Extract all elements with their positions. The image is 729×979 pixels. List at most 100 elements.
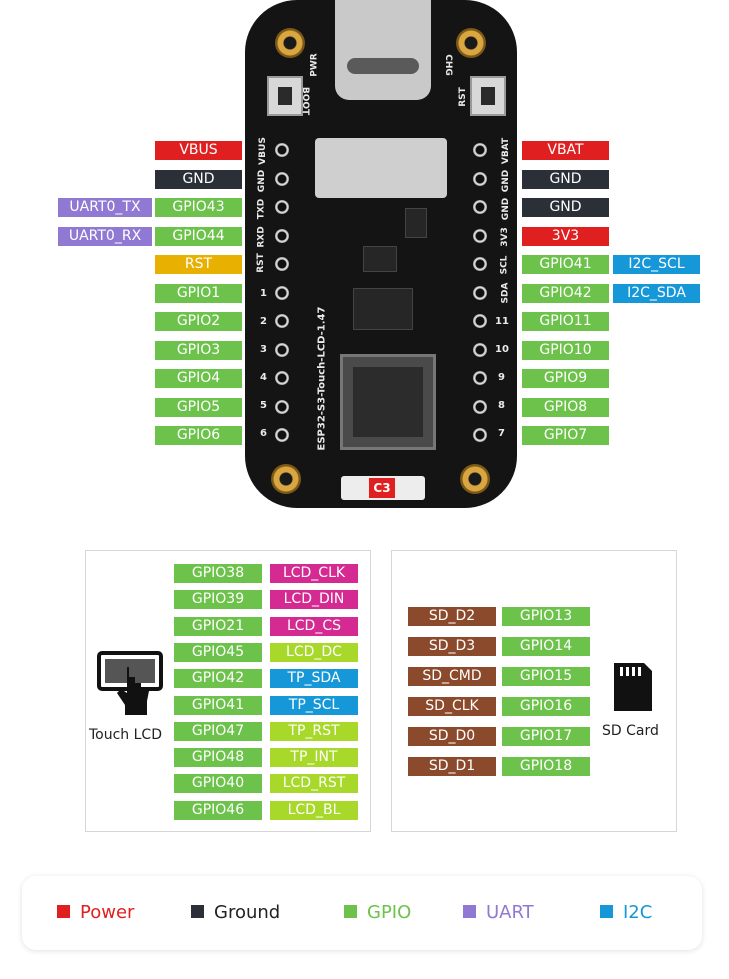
sd-func-label: SD_CLK: [408, 697, 496, 716]
silk-pwr: PWR: [309, 53, 320, 77]
silk-chg: CHG: [442, 54, 453, 76]
right-header-pin: [473, 200, 487, 214]
right-header-pin: [473, 143, 487, 157]
legend-item-i2c: I2C: [600, 902, 652, 924]
pin-number-6: 6: [260, 428, 267, 439]
sd-gpio-label: GPIO14: [502, 637, 590, 656]
left-header-pin: [275, 257, 289, 271]
sd-func-label: SD_D2: [408, 607, 496, 626]
lcd-func-label: TP_RST: [270, 721, 358, 741]
right-header-pin: [473, 371, 487, 385]
left-header-pin: [275, 200, 289, 214]
legend-item-ground: Ground: [191, 902, 280, 924]
lcd-func-label: LCD_RST: [270, 774, 358, 794]
boot-button[interactable]: [267, 76, 303, 116]
silk-right-gnd2: GND: [501, 169, 512, 193]
sd-func-label: SD_CMD: [408, 667, 496, 686]
silk-left-rst: RST: [255, 253, 266, 273]
right-pin-label: 3V3: [522, 226, 609, 246]
silk-left-gnd: GND: [257, 169, 268, 193]
sd-card-slot: [315, 138, 447, 198]
left-pin-label: GPIO44: [155, 226, 242, 246]
legend-label-power: Power: [80, 902, 135, 923]
left-header-pin: [275, 399, 289, 414]
left-header-pin: [275, 371, 289, 385]
sd-func-label: SD_D1: [408, 757, 496, 776]
usb-c-connector: [335, 0, 431, 100]
left-pin-alt-label: UART0_TX: [58, 198, 152, 217]
pin-number-4: 4: [260, 372, 267, 383]
left-pin-label: GPIO3: [155, 340, 242, 360]
silk-right-vbat: VBAT: [501, 137, 512, 165]
right-header-pin: [473, 257, 487, 271]
mount-hole-top-left: [275, 28, 305, 58]
right-pin-label: GPIO41: [522, 255, 609, 274]
right-header-pin: [473, 285, 487, 300]
pin-number-2: 2: [260, 316, 267, 327]
left-header-pin: [275, 342, 289, 357]
right-pin-label: GPIO10: [522, 340, 609, 360]
silk-left-vbus: VBUS: [257, 137, 268, 165]
reset-button[interactable]: [470, 76, 506, 116]
silk-right-scl: SCL: [499, 255, 510, 275]
legend-label-gpio: GPIO: [367, 902, 412, 923]
silk-right-sda: SDA: [500, 282, 511, 304]
pin-number-10: 10: [495, 344, 509, 355]
right-header-pin: [473, 228, 487, 243]
lcd-gpio-label: GPIO48: [174, 748, 262, 768]
c3-connector: C3: [341, 476, 425, 500]
lcd-func-label: TP_SCL: [270, 695, 358, 715]
sd-card-icon: [610, 659, 654, 715]
dev-board: PWR CHG BOOT RST C3 RST RXD TXD GND VBUS…: [245, 0, 517, 508]
lcd-gpio-label: GPIO40: [174, 774, 262, 794]
sd-gpio-label: GPIO16: [502, 697, 590, 716]
lcd-gpio-label: GPIO47: [174, 721, 262, 741]
pin-number-3: 3: [260, 344, 267, 355]
lcd-func-label: LCD_CLK: [270, 564, 358, 583]
right-header-pin: [473, 342, 487, 357]
mount-hole-top-right: [456, 28, 486, 58]
right-pin-label: GPIO7: [522, 426, 609, 445]
left-header-pin: [275, 228, 289, 243]
lcd-func-label: TP_SDA: [270, 669, 358, 689]
right-pin-label: GPIO8: [522, 397, 609, 417]
left-pin-label: GND: [155, 169, 242, 189]
sd-func-label: SD_D3: [408, 637, 496, 656]
right-header-pin: [473, 314, 487, 328]
lcd-func-label: LCD_BL: [270, 800, 358, 820]
left-pin-label: GPIO5: [155, 397, 242, 417]
left-header-pin: [275, 314, 289, 328]
regulator-chip: [363, 246, 397, 272]
legend: Power Ground GPIO UART I2C: [22, 876, 702, 950]
left-pin-label: RST: [155, 255, 242, 274]
right-header-pin: [473, 399, 487, 414]
pin-number-9: 9: [498, 372, 505, 383]
sd-gpio-label: GPIO18: [502, 757, 590, 776]
lcd-gpio-label: GPIO42: [174, 669, 262, 689]
lcd-func-label: LCD_DIN: [270, 590, 358, 610]
legend-swatch-uart: [463, 904, 476, 918]
lcd-gpio-label: GPIO46: [174, 800, 262, 820]
pin-number-11: 11: [495, 316, 509, 327]
sd-func-label: SD_D0: [408, 727, 496, 746]
silk-left-txd: TXD: [256, 198, 267, 220]
touch-lcd-icon: [97, 651, 163, 723]
touch-lcd-caption: Touch LCD: [89, 727, 162, 743]
pin-number-1: 1: [260, 288, 267, 299]
lcd-func-label: LCD_CS: [270, 616, 358, 636]
legend-label-ground: Ground: [214, 902, 281, 923]
right-pin-label: GPIO9: [522, 369, 609, 388]
left-pin-label: GPIO1: [155, 283, 242, 303]
legend-swatch-ground: [191, 904, 204, 918]
esp32-s3-chip: [340, 354, 436, 450]
left-pin-label: GPIO6: [155, 426, 242, 445]
right-pin-alt-label: I2C_SDA: [613, 283, 700, 303]
left-header-pin: [275, 285, 289, 300]
lcd-gpio-label: GPIO45: [174, 642, 262, 662]
sd-card-caption: SD Card: [602, 723, 659, 739]
legend-item-power: Power: [57, 902, 134, 924]
left-pin-label: GPIO2: [155, 312, 242, 331]
left-header-pin: [275, 428, 289, 442]
